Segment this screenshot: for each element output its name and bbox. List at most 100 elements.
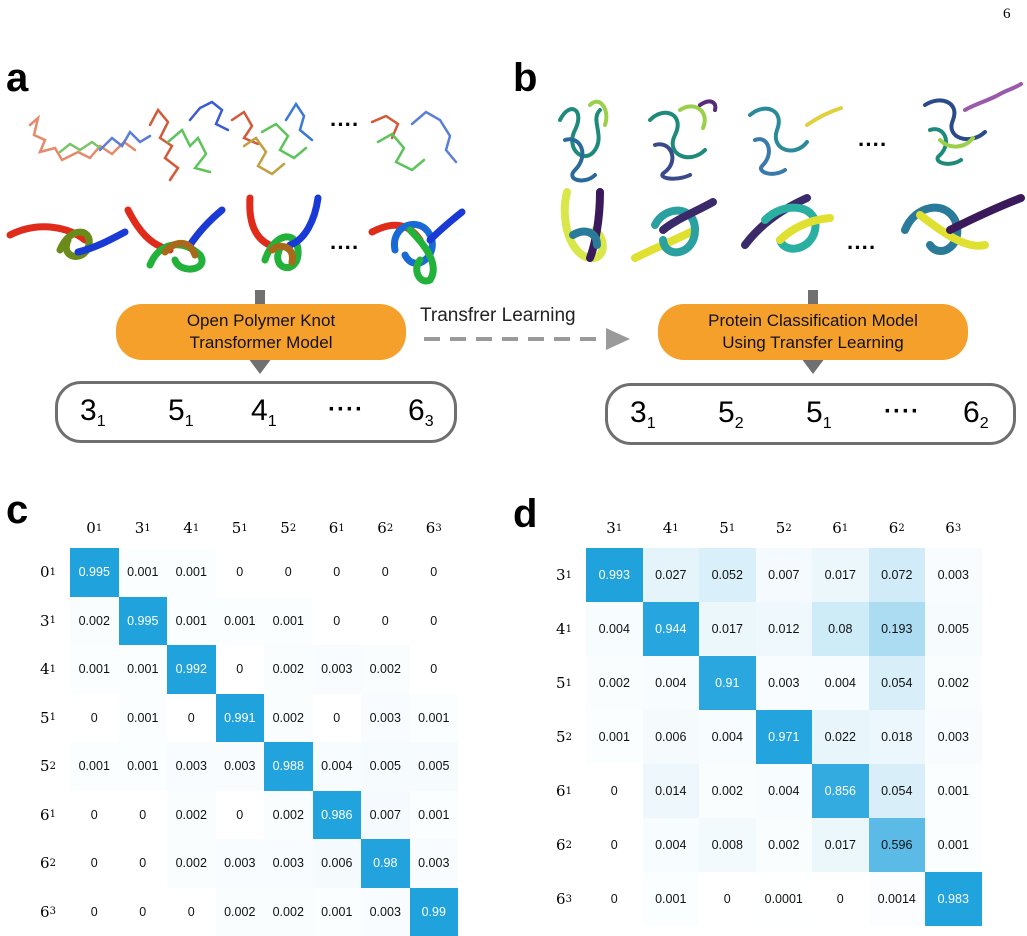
protein-knot-tube-4	[905, 198, 1021, 251]
output-a-ellipsis: ····	[328, 396, 364, 424]
protein-structure-3	[750, 108, 841, 174]
matrix-cell: 0.006	[643, 710, 700, 764]
matrix-cell: 0.004	[643, 656, 700, 710]
output-b-label-4: 62	[963, 398, 989, 432]
protein-structure-2	[650, 101, 715, 178]
output-box-b: 31 52 51 ···· 62	[605, 383, 1016, 445]
matrix-cell: 0	[812, 872, 869, 926]
matrix-cell: 0.027	[643, 548, 700, 602]
matrix-cell: 0.001	[119, 645, 168, 694]
matrix-cell: 0	[119, 791, 168, 840]
output-b-label-1: 31	[630, 398, 656, 432]
matrix-cell: 0.003	[756, 656, 813, 710]
matrix-cell: 0.98	[361, 839, 410, 888]
matrix-cell: 0.017	[699, 602, 756, 656]
matrix-cell: 0.992	[167, 645, 216, 694]
protein-classification-model-box: Protein Classification Model Using Trans…	[658, 304, 968, 360]
matrix-cell: 0.002	[264, 645, 313, 694]
page-number: 6	[1003, 6, 1011, 23]
matrix-cell: 0.003	[925, 710, 982, 764]
polymer-conformation-2	[150, 102, 228, 180]
matrix-cell: 0	[70, 694, 119, 743]
matrix-cell: 0.001	[313, 888, 362, 936]
matrix-cell: 0.193	[869, 602, 926, 656]
matrix-cell: 0.001	[925, 764, 982, 818]
matrix-cell: 0	[216, 548, 265, 597]
panel-b-structures: ···· ····	[545, 80, 1027, 290]
matrix-cell: 0.001	[410, 694, 459, 743]
matrix-cell: 0	[586, 818, 643, 872]
matrix-cell: 0.008	[699, 818, 756, 872]
matrix-cell: 0.002	[264, 791, 313, 840]
protein-knot-tube-1	[565, 192, 603, 258]
matrix-cell: 0.001	[216, 597, 265, 646]
matrix-cell: 0	[699, 872, 756, 926]
matrix-cell: 0.988	[264, 742, 313, 791]
matrix-cell: 0.005	[361, 742, 410, 791]
ellipsis-dots: ····	[330, 235, 359, 260]
matrix-cell: 0.0014	[869, 872, 926, 926]
matrix-cell: 0.995	[70, 548, 119, 597]
matrix-cell: 0.002	[586, 656, 643, 710]
polymer-conformation-1	[30, 118, 150, 160]
matrix-cell: 0.002	[216, 888, 265, 936]
knot-tube-2	[128, 210, 222, 269]
matrix-cell: 0.017	[812, 818, 869, 872]
matrix-cell: 0.856	[812, 764, 869, 818]
matrix-cell: 0.002	[167, 791, 216, 840]
matrix-cell: 0.002	[925, 656, 982, 710]
matrix-cell: 0.014	[643, 764, 700, 818]
matrix-cell: 0.004	[812, 656, 869, 710]
matrix-cell: 0.007	[756, 548, 813, 602]
matrix-cell: 0	[216, 645, 265, 694]
matrix-cell: 0.002	[264, 694, 313, 743]
protein-knot-tube-3	[745, 198, 830, 249]
protein-knot-tube-2	[635, 202, 713, 258]
matrix-cell: 0.991	[216, 694, 265, 743]
matrix-cell: 0.0001	[756, 872, 813, 926]
knot-tube-4	[372, 212, 462, 281]
matrix-cell: 0	[70, 888, 119, 936]
output-a-label-4: 63	[408, 396, 434, 430]
output-b-label-2: 52	[718, 398, 744, 432]
matrix-cell: 0.001	[70, 742, 119, 791]
matrix-cell: 0.986	[313, 791, 362, 840]
ellipsis-dots: ····	[330, 112, 359, 137]
output-box-a: 31 51 41 ···· 63	[55, 381, 457, 443]
matrix-cell: 0.005	[925, 602, 982, 656]
matrix-cell: 0.002	[756, 818, 813, 872]
open-polymer-model-box: Open Polymer Knot Transformer Model	[116, 304, 406, 360]
matrix-cell: 0.995	[119, 597, 168, 646]
matrix-cell: 0.018	[869, 710, 926, 764]
matrix-cell: 0.022	[812, 710, 869, 764]
matrix-cell: 0.001	[119, 694, 168, 743]
matrix-cell: 0.001	[70, 645, 119, 694]
output-b-label-3: 51	[806, 398, 832, 432]
matrix-cell: 0.017	[812, 548, 869, 602]
matrix-cell: 0	[70, 791, 119, 840]
matrix-cell: 0.001	[167, 597, 216, 646]
protein-structure-4	[925, 84, 1021, 164]
matrix-cell: 0.004	[643, 818, 700, 872]
matrix-cell: 0	[313, 694, 362, 743]
matrix-cell: 0.001	[410, 791, 459, 840]
matrix-cell: 0.001	[925, 818, 982, 872]
